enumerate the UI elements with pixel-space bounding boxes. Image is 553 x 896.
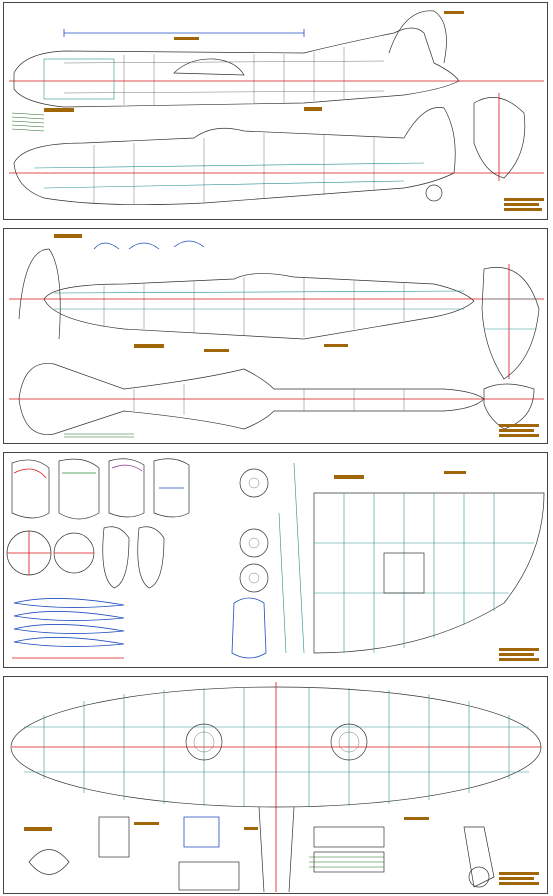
tailwheel xyxy=(425,184,443,202)
canopy-outline xyxy=(173,58,245,76)
rib-profiles xyxy=(12,598,125,659)
former-row-top xyxy=(11,458,190,520)
formers-parts-drawing xyxy=(6,458,545,661)
fuselage-section xyxy=(258,806,295,893)
sheet-fuselage-plan-views xyxy=(3,228,548,444)
fuselage-side-drawing xyxy=(9,10,544,211)
sheet-wing-plan xyxy=(3,676,548,894)
rib-detail-left xyxy=(11,112,45,132)
sheet-fuselage-side-views xyxy=(3,2,548,220)
formers-lower xyxy=(93,133,375,205)
wing-plan-drawing xyxy=(10,682,542,893)
canopy-frame-part xyxy=(93,242,120,250)
propeller-disc xyxy=(481,267,540,380)
cowling-part xyxy=(231,597,267,659)
sheet-formers-and-parts xyxy=(3,452,548,668)
former-row-middle xyxy=(6,526,165,589)
wing-ribs xyxy=(24,687,529,807)
wheel-well xyxy=(383,552,425,594)
cowling-panel xyxy=(43,58,115,100)
fin-outline xyxy=(388,10,447,64)
wheel-parts xyxy=(239,468,269,593)
fuselage-outline-upper xyxy=(13,27,460,108)
wing-panel-half xyxy=(313,492,545,654)
fuselage-outline-upper xyxy=(43,273,475,340)
rudder-outline xyxy=(473,97,526,179)
fuselage-plan-drawing xyxy=(9,234,544,438)
wheel-well-right xyxy=(330,723,368,761)
fuselage-outline-lower xyxy=(13,107,456,206)
spar xyxy=(293,462,305,654)
formers-upper xyxy=(123,47,345,105)
fin-outline xyxy=(18,248,61,340)
wheel-well-left xyxy=(185,723,223,761)
